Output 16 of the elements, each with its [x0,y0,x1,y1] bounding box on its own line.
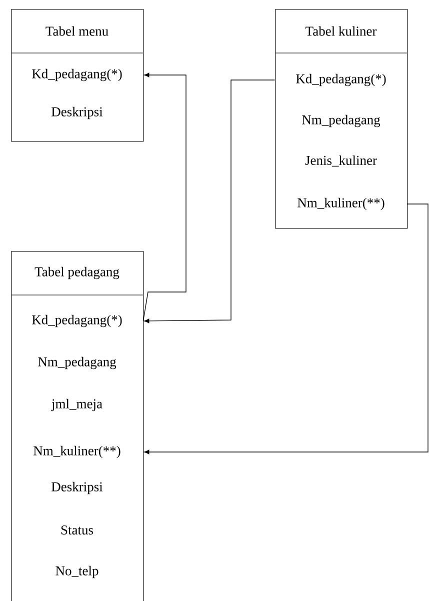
field-text: No_telp [56,566,98,578]
field-text: Deskripsi [52,106,103,120]
field-text: Nm_kuliner(**) [298,198,384,210]
arrow [142,72,186,322]
field-text: Kd_pedagang(*) [32,68,122,82]
field-text: jml_meja [51,398,102,412]
field-text: Status [61,525,94,535]
field-text: Nm_pedagang [38,356,116,370]
field-text: Kd_pedagang(*) [296,74,386,86]
field-text: Nm_pedagang [302,114,380,128]
arrow [144,204,428,454]
field-text: Kd_pedagang(*) [32,314,122,328]
arrow [144,80,276,324]
field-text: Jenis_kuliner [305,155,377,167]
field-text: Deskripsi [52,482,103,494]
field-text: Nm_kuliner(**) [34,446,120,458]
